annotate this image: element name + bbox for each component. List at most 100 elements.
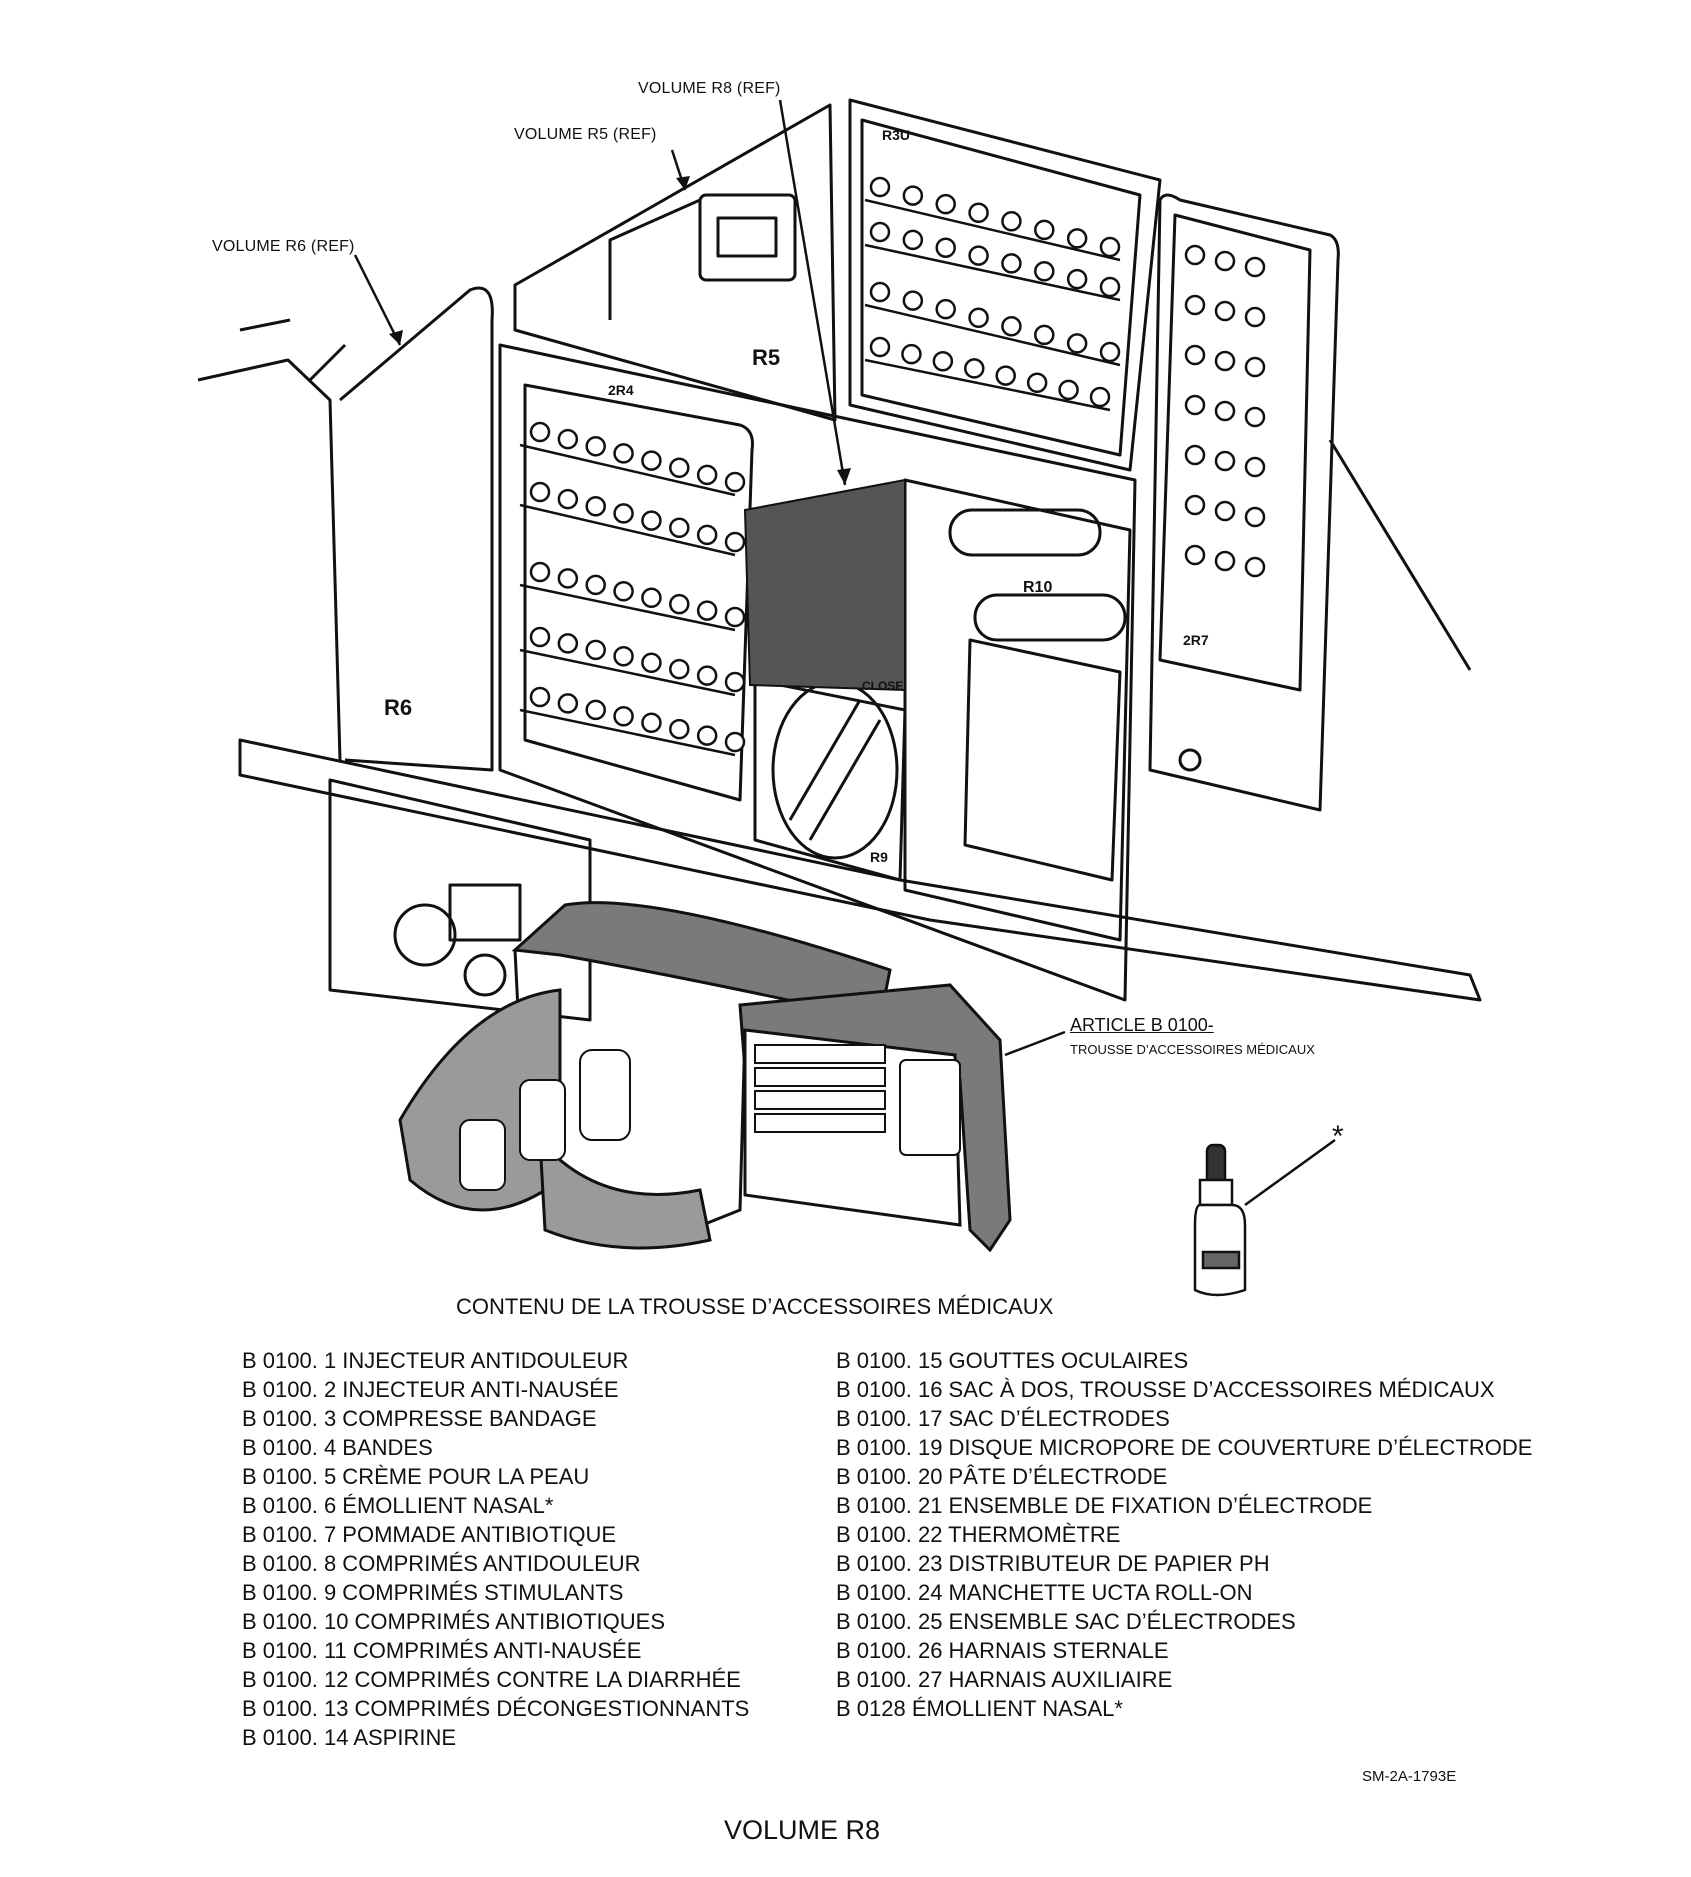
callout-article: ARTICLE B 0100- xyxy=(1070,1015,1214,1035)
nasal-emollient-bottle xyxy=(1193,1143,1247,1297)
rack-knob xyxy=(1089,386,1111,408)
list-item: B 0100. 3 COMPRESSE BANDAGE xyxy=(242,1406,597,1431)
rack-knob xyxy=(1214,300,1236,322)
rack-knobs xyxy=(529,176,1266,753)
rack-knob xyxy=(935,237,956,258)
list-item: B 0100. 6 ÉMOLLIENT NASAL* xyxy=(242,1493,554,1518)
leader-arrowheads xyxy=(389,176,851,485)
rack-knob xyxy=(669,457,690,478)
rack-knob xyxy=(1001,253,1022,274)
rack-knob xyxy=(1214,250,1236,272)
r3-mark: R3U xyxy=(882,127,910,143)
list-item: B 0100. 22 THERMOMÈTRE xyxy=(836,1522,1121,1547)
rack-knob xyxy=(1034,324,1055,346)
rack-knob xyxy=(1034,261,1055,282)
list-item: B 0100. 15 GOUTTES OCULAIRES xyxy=(836,1348,1189,1373)
rack-knob xyxy=(1184,444,1206,466)
rack-knob xyxy=(529,421,551,443)
r4-mark: 2R4 xyxy=(608,382,634,398)
rack-knob xyxy=(902,290,924,311)
list-item: B 0100. 9 COMPRIMÉS STIMULANTS xyxy=(242,1580,624,1605)
list-item: B 0100. 26 HARNAIS STERNALE xyxy=(836,1638,1169,1663)
rack-knob xyxy=(1099,341,1121,363)
rack-knob xyxy=(641,450,662,471)
rack-knob xyxy=(669,517,690,538)
rack-knob xyxy=(529,481,551,503)
left-frame-line xyxy=(197,358,342,761)
r7-panel-outline xyxy=(1148,193,1340,812)
rack-knob xyxy=(1026,372,1048,393)
list-item: B 0100. 21 ENSEMBLE DE FIXATION D’ÉLECTR… xyxy=(836,1493,1373,1518)
rack-knob xyxy=(995,365,1016,386)
callout-volume-r6: VOLUME R6 (REF) xyxy=(212,238,355,255)
lower-locker xyxy=(328,778,592,1022)
rack-knob xyxy=(641,652,662,673)
rack-knob xyxy=(1058,379,1079,401)
rack-knob xyxy=(1244,406,1266,428)
list-item: B 0100. 8 COMPRIMÉS ANTIDOULEUR xyxy=(242,1551,641,1576)
rack-knob xyxy=(869,336,891,358)
list-item: B 0100. 13 COMPRIMÉS DÉCONGESTIONNANTS xyxy=(242,1696,750,1721)
callout-volume-r5: VOLUME R5 (REF) xyxy=(514,126,657,143)
list-item: B 0100. 2 INJECTEUR ANTI-NAUSÉE xyxy=(242,1377,619,1402)
rack-knob xyxy=(1001,316,1022,337)
rack-knob xyxy=(1184,344,1206,366)
rack-knob xyxy=(1184,294,1206,316)
list-item: B 0100. 4 BANDES xyxy=(242,1435,433,1460)
rack-knob xyxy=(613,503,634,524)
rack-knob xyxy=(557,693,579,714)
rack-knob xyxy=(1099,236,1121,258)
asterisk-mark: * xyxy=(1332,1120,1344,1153)
lower-placard xyxy=(448,883,522,942)
r10-handle-bottom xyxy=(973,593,1127,642)
rack-knob xyxy=(613,581,634,602)
rack-knob xyxy=(932,351,954,372)
rack-knob xyxy=(696,665,718,686)
contents-title: CONTENU DE LA TROUSSE D’ACCESSOIRES MÉDI… xyxy=(456,1294,1054,1319)
shelf xyxy=(238,738,1482,1002)
rack-knob xyxy=(1244,256,1266,278)
rack-knob xyxy=(585,699,606,721)
leader-lines xyxy=(353,99,1336,1207)
r10-handle-top xyxy=(948,508,1102,557)
rack-knob xyxy=(529,561,551,583)
rack-knob xyxy=(968,245,989,266)
rack-knob xyxy=(1066,268,1088,290)
list-item: B 0100. 23 DISTRIBUTEUR DE PAPIER PH xyxy=(836,1551,1270,1576)
rack-knob xyxy=(557,428,579,450)
list-item: B 0100. 27 HARNAIS AUXILIAIRE xyxy=(836,1667,1173,1692)
drawing-code: SM-2A-1793E xyxy=(1362,1768,1457,1785)
list-item: B 0100. 20 PÂTE D’ÉLECTRODE xyxy=(836,1464,1168,1489)
rack-knob xyxy=(696,725,718,746)
rack-knob xyxy=(1244,356,1266,378)
list-item: B 0100. 7 POMMADE ANTIBIOTIQUE xyxy=(242,1522,617,1547)
volume-title: VOLUME R8 xyxy=(724,1815,881,1845)
rack-knob xyxy=(1214,450,1236,472)
rack-knob xyxy=(1184,494,1206,516)
rack-knob xyxy=(1001,211,1022,232)
rack-knob xyxy=(669,593,690,615)
rack-knob xyxy=(641,510,662,531)
rack-knob xyxy=(696,464,718,486)
r3-panel-outline xyxy=(848,98,1162,472)
rack-knob xyxy=(1066,333,1088,354)
list-item: B 0100. 24 MANCHETTE UCTA ROLL-ON xyxy=(836,1580,1253,1605)
rack-knob xyxy=(641,712,662,733)
rack-knob xyxy=(613,443,634,464)
rack-knob xyxy=(869,221,891,243)
list-item: B 0128 ÉMOLLIENT NASAL* xyxy=(836,1696,1123,1721)
rack-knob xyxy=(869,176,891,198)
callout-article-sub: TROUSSE D’ACCESSOIRES MÉDICAUX xyxy=(1070,1042,1315,1057)
rack-knob xyxy=(585,574,606,596)
rack-knob xyxy=(1214,500,1236,522)
rack-knob xyxy=(669,718,690,740)
list-item: B 0100. 12 COMPRIMÉS CONTRE LA DIARRHÉE xyxy=(242,1667,741,1692)
rack-knob xyxy=(1244,456,1266,478)
rack-knob xyxy=(529,686,551,708)
rack-knob xyxy=(964,358,985,379)
rack-knob xyxy=(669,658,690,680)
r4-panel-outline xyxy=(498,343,1137,1002)
